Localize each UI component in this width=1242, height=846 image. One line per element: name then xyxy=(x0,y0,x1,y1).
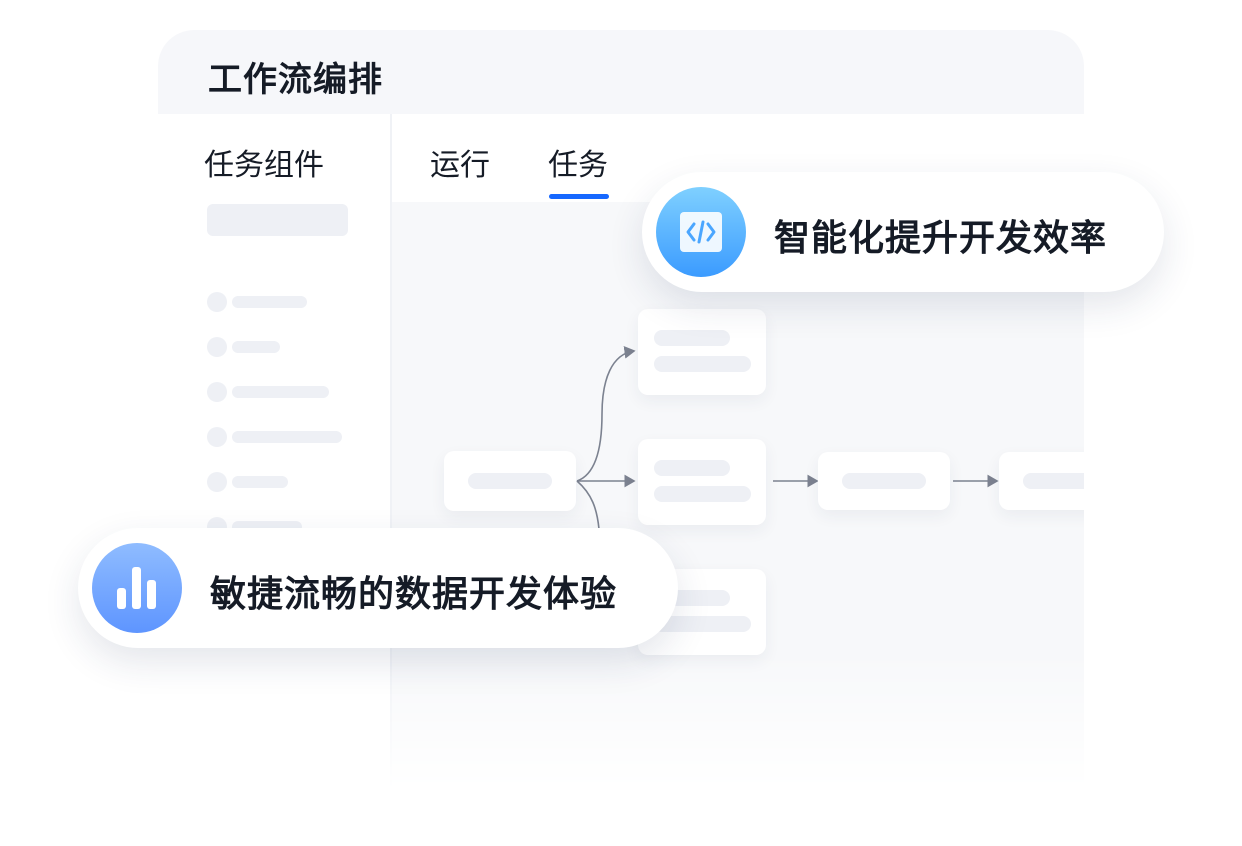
item-dot xyxy=(207,292,227,312)
sidebar: 任务组件 xyxy=(158,114,390,790)
item-text-placeholder xyxy=(232,341,280,353)
item-text-placeholder xyxy=(232,296,307,308)
tab-task[interactable]: 任务 xyxy=(548,148,608,183)
code-icon-badge xyxy=(656,187,746,277)
node-placeholder xyxy=(654,356,751,372)
sidebar-search-placeholder[interactable] xyxy=(207,204,348,236)
connector-up xyxy=(576,345,636,482)
node-placeholder xyxy=(1023,473,1084,489)
node-placeholder xyxy=(654,460,730,476)
flow-node-start[interactable] xyxy=(444,451,576,511)
connector-down xyxy=(576,480,600,530)
flow-node-next[interactable] xyxy=(818,452,950,510)
item-dot xyxy=(207,472,227,492)
item-dot xyxy=(207,337,227,357)
node-placeholder xyxy=(654,486,751,502)
item-text-placeholder xyxy=(232,476,288,488)
tab-run[interactable]: 运行 xyxy=(430,148,490,183)
item-text-placeholder xyxy=(232,386,329,398)
flow-node-middle[interactable] xyxy=(638,439,766,525)
node-placeholder xyxy=(468,473,552,489)
node-placeholder xyxy=(654,330,730,346)
node-placeholder xyxy=(842,473,926,489)
item-dot xyxy=(207,382,227,402)
flow-connectors xyxy=(576,345,999,530)
callout-efficiency-text: 智能化提升开发效率 xyxy=(774,218,1108,259)
sidebar-title: 任务组件 xyxy=(204,148,324,183)
item-text-placeholder xyxy=(232,431,342,443)
workflow-window: 工作流编排 任务组件 运行 任务 xyxy=(158,30,1084,790)
active-tab-indicator xyxy=(549,194,609,199)
node-placeholder xyxy=(654,616,751,632)
sidebar-divider xyxy=(390,114,392,790)
callout-efficiency: 智能化提升开发效率 xyxy=(642,172,1164,292)
bar-chart-icon xyxy=(117,567,156,609)
chart-icon-badge xyxy=(92,543,182,633)
code-icon xyxy=(680,212,722,252)
flow-node-last[interactable] xyxy=(999,452,1084,510)
flow-node-upper[interactable] xyxy=(638,309,766,395)
window-title: 工作流编排 xyxy=(208,60,383,100)
item-dot xyxy=(207,427,227,447)
callout-experience-text: 敏捷流畅的数据开发体验 xyxy=(210,574,618,615)
callout-experience: 敏捷流畅的数据开发体验 xyxy=(78,528,678,648)
